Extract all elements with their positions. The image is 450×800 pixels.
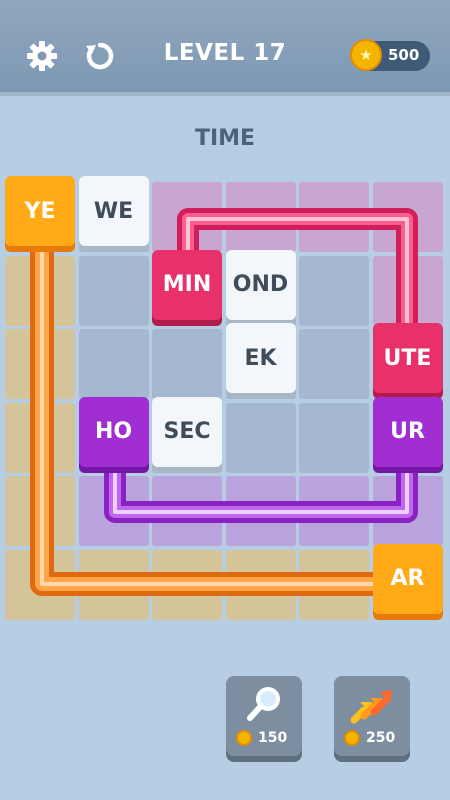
coin-icon	[344, 730, 360, 746]
tile-label: HO	[94, 419, 133, 444]
hint-magnifier-button[interactable]: 150	[226, 676, 302, 756]
category-title: TIME	[194, 126, 256, 151]
coin-icon	[236, 730, 252, 746]
star-coin-icon: ★	[350, 39, 382, 71]
tile-label: UTE	[383, 345, 432, 371]
magnifier-icon	[247, 687, 280, 721]
word-tile[interactable]: OND	[225, 249, 296, 320]
powerup-cost-1: 150	[236, 728, 287, 748]
board-cell[interactable]	[78, 329, 149, 399]
tile-label: UR	[390, 419, 425, 444]
level-title: LEVEL 17	[163, 40, 287, 66]
word-tile[interactable]: YE	[5, 176, 75, 246]
board-cell[interactable]	[152, 329, 222, 399]
tile-label: WE	[93, 198, 134, 224]
top-bar: LEVEL 17 ★ 500	[0, 0, 450, 92]
word-tile[interactable]: SEC	[152, 396, 222, 467]
coin-counter: ★ 500	[350, 39, 430, 71]
powerup-cost-2: 250	[344, 728, 395, 748]
board-cell[interactable]	[299, 402, 369, 473]
settings-button[interactable]	[24, 38, 60, 74]
word-tile[interactable]: WE	[78, 176, 149, 246]
gear-icon	[27, 41, 57, 71]
arrows-icon	[350, 690, 392, 724]
cost-label: 250	[366, 730, 396, 746]
restart-button[interactable]	[82, 38, 118, 74]
coin-count: 500	[388, 46, 420, 64]
word-tile[interactable]: UTE	[372, 323, 443, 393]
tile-label: MIN	[162, 272, 212, 297]
board-cell[interactable]	[299, 255, 369, 326]
word-tile[interactable]: UR	[372, 396, 443, 467]
word-tile[interactable]: HO	[78, 396, 149, 467]
tile-label: AR	[390, 566, 425, 591]
puzzle-board[interactable]: YE WE MIN OND EK UTE HO SEC UR AR	[5, 176, 445, 622]
word-tile[interactable]: AR	[372, 543, 443, 614]
powerup-icon-2	[334, 682, 410, 726]
connection-paths	[30, 208, 419, 596]
board-cell[interactable]	[225, 402, 296, 473]
tile-label: YE	[24, 198, 56, 224]
tile-label: EK	[244, 345, 277, 371]
board-cell[interactable]	[78, 255, 149, 326]
word-tile[interactable]: MIN	[152, 249, 222, 320]
powerup-icon-1	[226, 682, 302, 726]
hint-arrows-button[interactable]: 250	[334, 676, 410, 756]
tile-label: SEC	[163, 419, 211, 444]
tile-label: OND	[232, 272, 289, 297]
board-cell[interactable]	[299, 329, 369, 399]
word-tile[interactable]: EK	[225, 323, 296, 393]
restart-icon	[86, 42, 114, 70]
cost-label: 150	[258, 730, 288, 746]
